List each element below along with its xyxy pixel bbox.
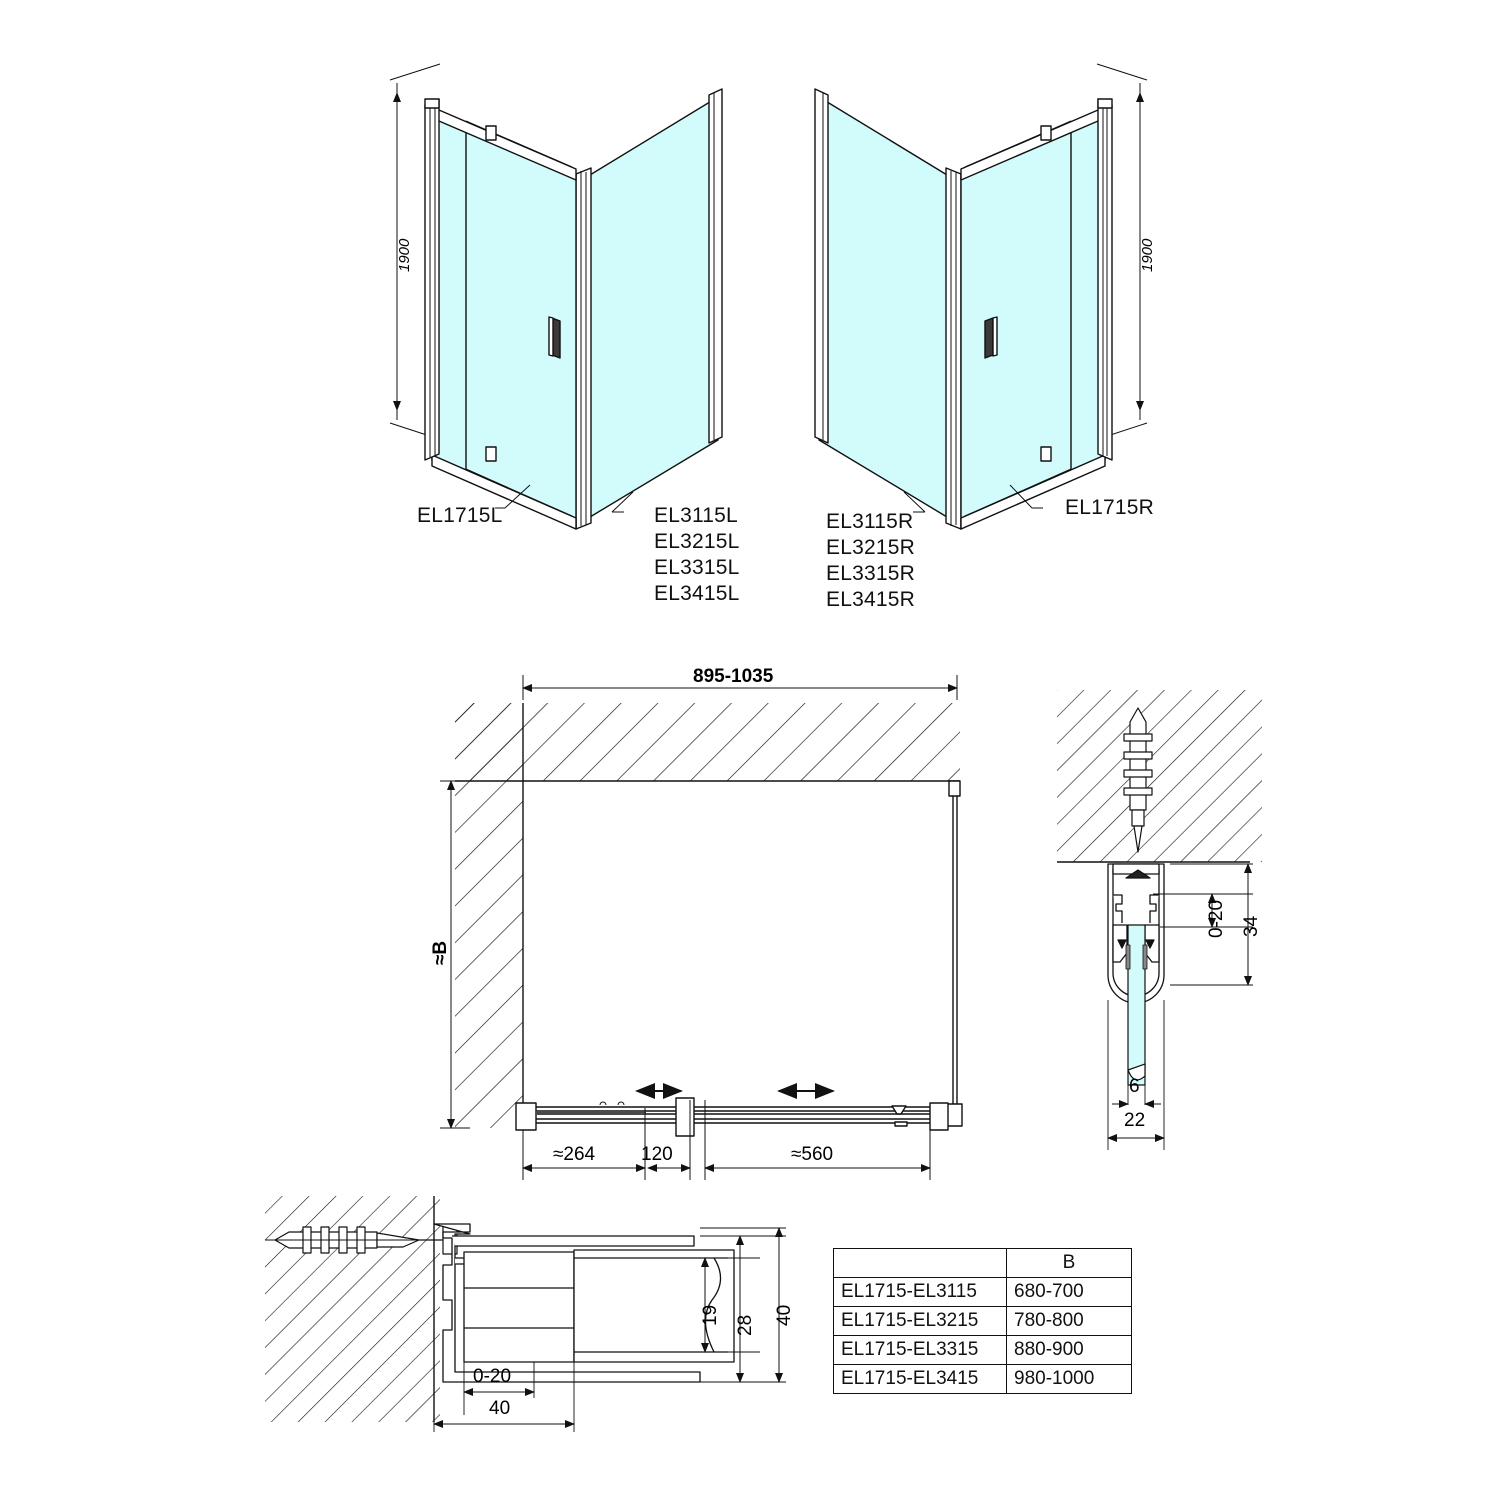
detail-dim-40: 40 [774,1304,795,1326]
plan-dim-264: ≈264 [553,1144,596,1165]
table-cell-b: 980-1000 [1006,1364,1132,1394]
iso-left-door-label: EL1715L [417,504,503,527]
table-cell-b: 780-800 [1006,1306,1132,1336]
profile-dim-width: 22 [1124,1110,1146,1131]
plan-view [440,675,963,1180]
table-cell-model: EL1715-EL3315 [833,1335,1007,1365]
table-cell-model: EL1715-EL3215 [833,1306,1007,1336]
plan-dim-560: ≈560 [791,1144,834,1165]
table-header-model [833,1248,1007,1278]
detail-dim-adjust: 0-20 [473,1366,512,1387]
iso-right-panel-label-0: EL3115R [826,510,914,533]
table-header-b: B [1006,1248,1132,1278]
table-cell-b: 680-700 [1006,1277,1132,1307]
iso-left-view [389,63,723,530]
plan-side-dim: ≈B [430,940,451,965]
plan-top-dim: 895-1035 [693,666,774,687]
detail-dim-28: 28 [735,1314,756,1336]
detail-dim-width: 40 [489,1398,511,1419]
iso-right-panel-label-2: EL3315R [826,562,915,585]
iso-left-panel-label-0: EL3115L [654,504,738,527]
profile-dim-34: 34 [1241,915,1262,937]
iso-right-panel-label-3: EL3415R [826,588,915,611]
table-cell-model: EL1715-EL3415 [833,1364,1007,1394]
iso-right-view [814,63,1148,530]
profile-section-view [1057,690,1262,1150]
profile-dim-adjust: 0-20 [1206,899,1227,938]
iso-left-panel-label-2: EL3315L [654,556,740,579]
profile-dim-glass: 6 [1129,1076,1140,1097]
wall-detail-view [265,1196,786,1432]
table-cell-model: EL1715-EL3115 [833,1277,1007,1307]
table-header-row: B [833,1248,1132,1278]
detail-dim-19: 19 [700,1304,721,1326]
table-cell-b: 880-900 [1006,1335,1132,1365]
iso-left-panel-label-3: EL3415L [654,582,740,605]
iso-right-height-dim: 1900 [1139,238,1156,272]
iso-left-panel-label-1: EL3215L [654,530,740,553]
plan-dim-120: 120 [641,1144,673,1165]
iso-left-height-dim: 1900 [396,238,413,272]
iso-right-door-label: EL1715R [1065,496,1154,519]
iso-right-panel-label-1: EL3215R [826,536,915,559]
